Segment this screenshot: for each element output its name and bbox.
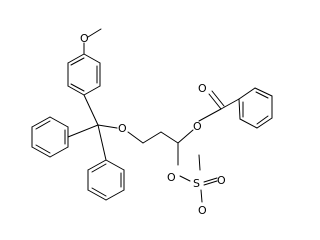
phenyl-ring-left	[31, 116, 69, 158]
ester-oxygen-label: O	[193, 120, 202, 133]
chemical-structure: O O O	[31, 28, 273, 217]
aryl-trityl-bond	[83, 94, 99, 126]
phenyl-left-trityl-bond	[67, 124, 99, 138]
trityl-oxygen-bond	[97, 124, 118, 129]
benzoyl-group	[198, 90, 240, 122]
phenyl-bottom-trityl-bond	[97, 124, 107, 161]
sulfonyl-oxygen-label-2: O	[198, 204, 207, 217]
methoxy-group: O	[80, 28, 102, 55]
mesylate-oxygen-label: O	[167, 171, 176, 184]
mesylate-group	[177, 142, 218, 203]
benzoyl-phenyl-ring	[238, 87, 273, 129]
carbonyl-oxygen-label: O	[198, 82, 207, 95]
phenyl-ring-bottom	[87, 159, 125, 201]
methoxy-oxygen-label: O	[80, 32, 89, 45]
ether-oxygen-label: O	[118, 122, 127, 135]
glycerol-backbone	[127, 129, 194, 144]
structure-canvas: O O O	[31, 28, 273, 217]
sulfonyl-oxygen-label-1: O	[217, 174, 226, 187]
sulfur-label: S	[193, 177, 200, 190]
methoxyphenyl-ring	[67, 53, 101, 96]
